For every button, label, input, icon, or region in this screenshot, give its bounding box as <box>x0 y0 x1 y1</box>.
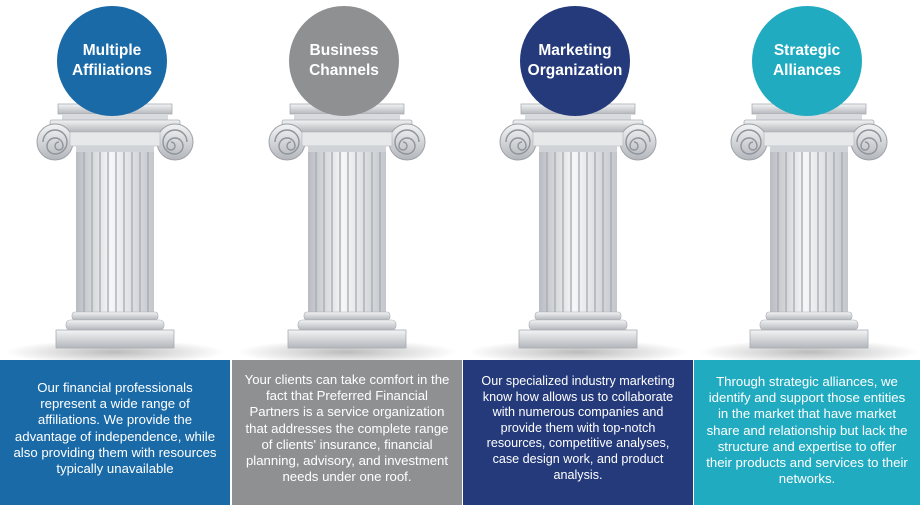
pillar-strategic-alliances: Strategic Alliances Through strategic al… <box>694 0 920 505</box>
pillar-business-channels: Business Channels Your clients can take … <box>232 0 462 505</box>
pillar-title-circle: Business Channels <box>289 6 399 116</box>
pillar-marketing-organization: Marketing Organization Our specialized i… <box>463 0 693 505</box>
pillar-description-panel: Your clients can take comfort in the fac… <box>232 360 462 505</box>
column-graphic <box>694 100 920 360</box>
pillar-title-circle: Marketing Organization <box>520 6 630 116</box>
pillar-title-circle: Multiple Affiliations <box>57 6 167 116</box>
column-graphic <box>0 100 230 360</box>
pillar-title-circle: Strategic Alliances <box>752 6 862 116</box>
pillar-multiple-affiliations: Multiple Affiliations Our financial prof… <box>0 0 230 505</box>
column-graphic <box>463 100 693 360</box>
pillar-description-panel: Our specialized industry marketing know … <box>463 360 693 505</box>
pillar-description-panel: Through strategic alliances, we identify… <box>694 360 920 505</box>
pillar-description-panel: Our financial professionals represent a … <box>0 360 230 505</box>
column-graphic <box>232 100 462 360</box>
